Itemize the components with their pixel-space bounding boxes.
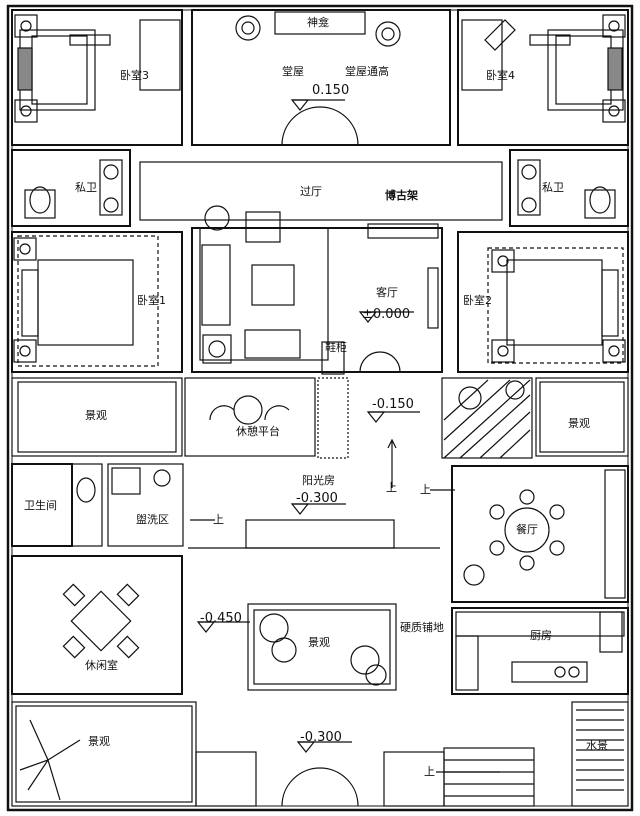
shuijing-box — [571, 701, 629, 807]
label-xiegui: 鞋柜 — [325, 341, 347, 354]
level-entrance: -0.300 — [300, 730, 342, 745]
label-jingguan-center: 景观 — [308, 636, 330, 649]
arrow-up-1: 上 — [386, 481, 397, 494]
planter — [245, 519, 395, 549]
arrow-up-3: 上 — [420, 483, 431, 496]
label-bedroom3: 卧室3 — [120, 69, 149, 82]
chufang-room — [451, 607, 629, 695]
arrow-up-4: 上 — [424, 765, 435, 778]
label-yangguangfang: 阳光房 — [302, 474, 335, 487]
label-bogujia: 博古架 — [385, 189, 418, 202]
outer-wall — [6, 4, 634, 812]
canting-room — [451, 465, 629, 603]
label-bath-left: 私卫 — [75, 181, 97, 194]
label-chufang: 厨房 — [530, 629, 552, 642]
arrow-up-2: 上 — [213, 513, 224, 526]
pingtai-area — [184, 377, 316, 457]
label-weishengjian: 卫生间 — [24, 499, 57, 512]
label-guoting: 过厅 — [300, 185, 322, 198]
label-jingguan-bottom: 景观 — [88, 735, 110, 748]
bedroom1-room — [11, 231, 183, 373]
label-keting: 客厅 — [376, 286, 398, 299]
bedroom3-room — [11, 9, 183, 146]
bath-right — [509, 149, 629, 227]
label-shuijing: 水景 — [586, 739, 608, 752]
label-bedroom4: 卧室4 — [486, 69, 515, 82]
jingguan-bottom-box — [11, 701, 197, 807]
label-xiuxi-pingtai: 休憩平台 — [236, 425, 280, 438]
label-xiuxianshi: 休闲室 — [85, 659, 118, 672]
tangwu-room — [191, 9, 451, 146]
label-tangwu-note: 堂屋通高 — [345, 65, 389, 78]
stairs — [443, 747, 535, 807]
label-jingguan-right: 景观 — [568, 417, 590, 430]
gravel-strip — [317, 377, 349, 459]
label-bedroom1: 卧室1 — [137, 294, 166, 307]
level-yangguangfang: -0.300 — [296, 491, 338, 506]
label-bath-right: 私卫 — [542, 181, 564, 194]
xiuxianshi-room — [11, 555, 183, 695]
bedroom4-room — [457, 9, 629, 146]
label-bedroom2: 卧室2 — [463, 294, 492, 307]
label-canting: 餐厅 — [516, 523, 538, 536]
level-pingtai: -0.150 — [372, 397, 414, 412]
guoting-corridor — [139, 161, 503, 221]
label-guanxiqu: 盥洗区 — [136, 513, 169, 526]
jingguan-left-box — [11, 377, 183, 457]
label-shenkan: 神龛 — [307, 16, 329, 29]
level-jingguan: -0.450 — [200, 611, 242, 626]
jingguan-right-box — [535, 377, 629, 457]
label-tangwu: 堂屋 — [282, 65, 304, 78]
bath-left — [11, 149, 131, 227]
level-keting: ±0.000 — [362, 307, 411, 322]
label-yingzhi-pudi: 硬质铺地 — [400, 621, 444, 634]
bedroom2-room — [457, 231, 629, 373]
jingguan-center-box — [247, 603, 397, 691]
label-jingguan-left: 景观 — [85, 409, 107, 422]
level-tangwu: 0.150 — [312, 83, 350, 98]
